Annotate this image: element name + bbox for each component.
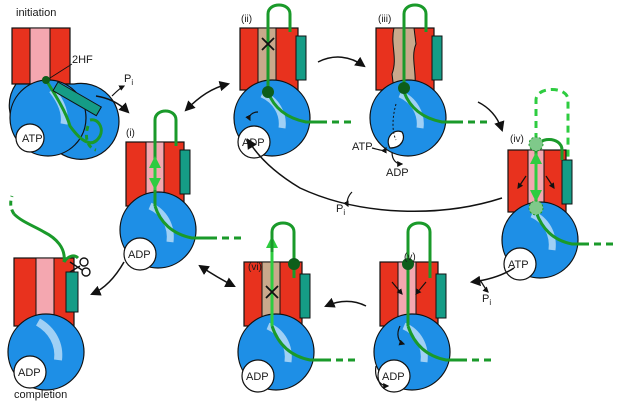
substrate-strand <box>270 221 296 278</box>
completion-label: completion <box>14 389 67 401</box>
substrate-strand <box>153 205 210 240</box>
helix <box>299 273 311 319</box>
nucleotide-pocket <box>13 355 47 389</box>
substrate-strand <box>406 221 432 326</box>
arrow-i-ii <box>184 80 231 112</box>
two-hf-marker <box>42 76 50 84</box>
bulky-group <box>398 82 410 94</box>
arrow-ii-iii <box>317 56 366 68</box>
initiation-label: initiation <box>16 7 56 19</box>
substrate-strand <box>402 3 428 92</box>
nucleotide-pocket <box>241 359 275 393</box>
nucleotide-pocket <box>15 123 45 153</box>
arrow-iv-to-i <box>246 138 503 212</box>
state-label: (ii) <box>241 14 252 25</box>
substrate-strand <box>44 79 103 145</box>
substrate-strand-dashed <box>84 125 97 152</box>
helix <box>52 81 102 117</box>
state-label: (i) <box>126 128 135 139</box>
adp-label: ADP <box>128 249 151 261</box>
adp-out-arrow <box>391 151 404 167</box>
substrate-strand <box>266 3 292 92</box>
pi-label: Pi <box>482 293 491 307</box>
adp-label: ADP <box>382 371 405 383</box>
adp-label: ADP <box>246 371 269 383</box>
arrow-initiation-to-i <box>95 95 130 114</box>
substrate-strand <box>12 212 66 263</box>
motion-arrow <box>517 175 527 189</box>
pi-label: Pi <box>124 73 133 87</box>
adp-label: ADP <box>18 367 41 379</box>
arrow-v-vi <box>324 297 367 308</box>
two-hf-leader <box>49 63 73 79</box>
helix <box>295 35 307 81</box>
substrate-track <box>35 318 63 361</box>
substrate-strand <box>406 325 460 362</box>
bulky-group-ghost <box>528 200 544 216</box>
two-hf-label: 2HF <box>72 54 93 66</box>
atp-in-arrow <box>371 146 387 154</box>
pore <box>29 27 51 85</box>
substrate-track <box>530 210 556 251</box>
state-label: (v) <box>404 252 416 263</box>
substrate-strand <box>153 109 178 206</box>
pi-release-arrow <box>343 191 353 208</box>
nucleotide-pocket <box>503 247 537 281</box>
atp-label: ATP <box>22 133 43 145</box>
state-v: ADP (v) <box>373 221 494 393</box>
state-label: (iii) <box>378 14 391 25</box>
block-cross-icon <box>265 285 279 299</box>
nucleotide-pocket <box>123 237 157 271</box>
pi-release-arrow <box>111 85 126 97</box>
state-label: (vi) <box>248 262 262 273</box>
motion-arrow <box>397 325 406 346</box>
state-i: ADP (i) <box>119 109 246 271</box>
helix <box>561 159 573 205</box>
state-label: (iv) <box>510 134 524 145</box>
helix <box>435 273 447 319</box>
state-iv: ATP (iv) <box>501 88 614 281</box>
pi-label: Pi <box>336 203 345 217</box>
adp-label: ADP <box>386 167 409 179</box>
scissors-icon <box>69 257 91 277</box>
helix <box>179 149 191 195</box>
state-vi: ADP (vi) <box>237 221 358 393</box>
motion-arrow <box>245 111 259 122</box>
arrow-iii-iv <box>477 101 505 132</box>
substrate-strand <box>270 325 324 362</box>
substrate-strand <box>534 211 582 246</box>
arrow-i-completion <box>90 261 125 296</box>
helix <box>431 35 443 81</box>
substrate-strand <box>62 254 80 263</box>
motion-arrow <box>545 175 555 189</box>
motion-arrow <box>415 281 427 295</box>
motion-arrow <box>375 365 390 389</box>
block-cross-icon <box>261 37 275 51</box>
substrate-strand-dashed <box>9 195 16 215</box>
arrow-iv-v <box>469 267 515 287</box>
initiation-state: ATP 2HF initiation <box>8 7 120 160</box>
motion-arrow <box>392 103 397 141</box>
substrate-strand <box>402 91 456 124</box>
atp-label: ATP <box>352 141 373 153</box>
substrate-strand-dashed <box>534 88 570 212</box>
state-iii: ATP ADP (iii) <box>352 3 492 179</box>
bulky-group <box>402 258 414 270</box>
transition-arrows: Pi Pi Pi <box>90 56 515 308</box>
helix <box>65 271 79 313</box>
completion-state: ADP completion <box>7 195 91 401</box>
state-ii: ADP (ii) <box>233 3 356 159</box>
substrate-track <box>148 202 174 243</box>
motion-arrow <box>391 281 403 295</box>
arrow-vi-i <box>198 264 236 287</box>
bulky-group <box>288 258 300 270</box>
pi-release-arrow <box>479 279 489 293</box>
bulky-group-ghost <box>528 136 544 152</box>
bulky-group <box>262 86 274 98</box>
